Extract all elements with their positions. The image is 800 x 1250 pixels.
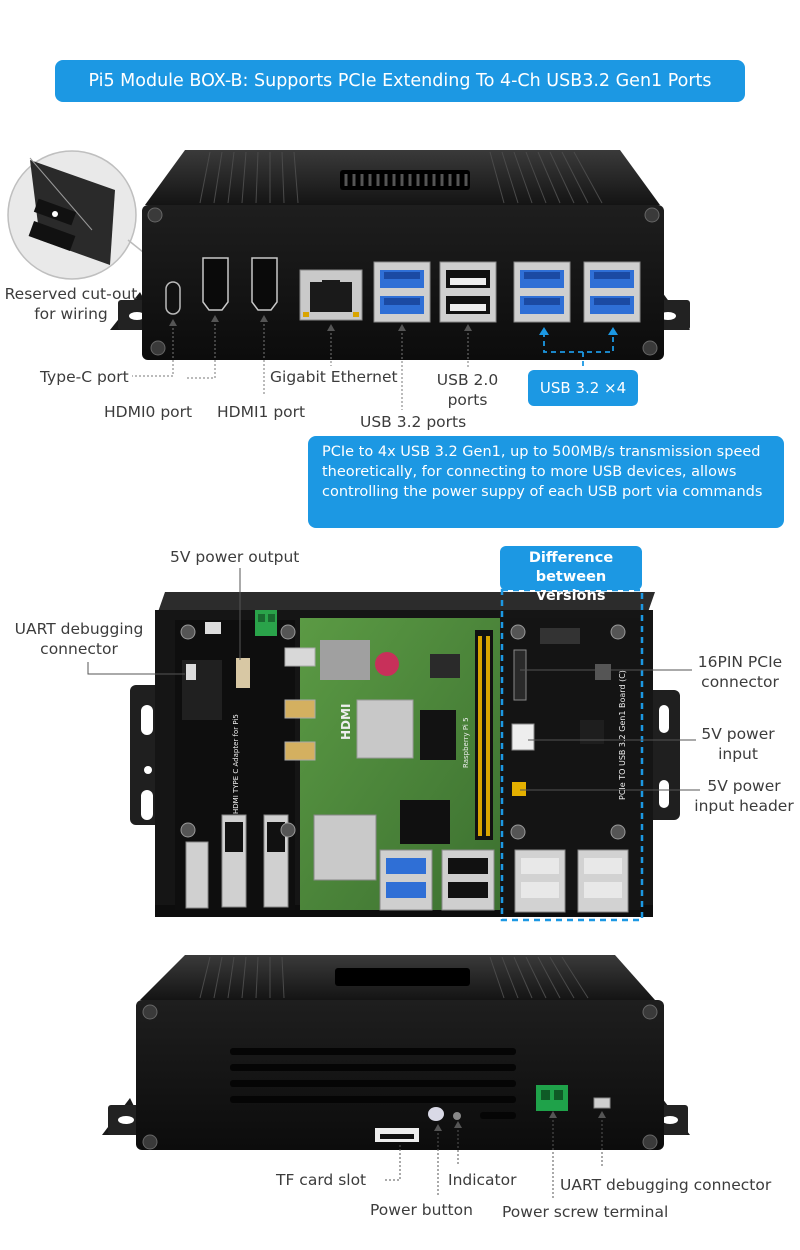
uart-right-label: UART debugging connector: [560, 1176, 772, 1194]
power-button-label: Power button: [370, 1201, 473, 1219]
cutout-zoom-circle: [7, 150, 149, 280]
rear-leader-lines: [385, 1112, 603, 1200]
indicator-graphic: [453, 1112, 461, 1120]
power-header-label: 5V power input header: [694, 777, 794, 815]
title-text: Pi5 Module BOX-B: Supports PCIe Extendin…: [88, 71, 712, 91]
front-leader-lines: [132, 316, 469, 410]
rpi-silkscreen: Raspberry Pi 5: [462, 717, 470, 768]
hdmi0-label: HDMI0 port: [104, 403, 193, 421]
usb20-graphic: [439, 261, 497, 323]
type-c-label: Type-C port: [40, 368, 129, 386]
usb32-label: USB 3.2 ports: [360, 413, 467, 431]
usb32-right-graphic: [513, 261, 641, 323]
tf-slot-label: TF card slot: [276, 1171, 367, 1189]
ethernet-port-graphic: [299, 269, 363, 321]
hdmi1-label: HDMI1 port: [217, 403, 306, 421]
difference-text: Difference between versions: [528, 550, 614, 604]
power-output-label: 5V power output: [170, 548, 300, 566]
hdmi-adapter-silkscreen: HDMI TYPE C Adapter for Pi5: [232, 714, 240, 814]
usb32x4-text: USB 3.2 ×4: [539, 379, 627, 397]
usb20-label: USB 2.0 ports: [436, 371, 499, 409]
inside-leader-lines: [87, 568, 700, 791]
power-terminal-label: Power screw terminal: [502, 1203, 669, 1221]
pcie-board-silkscreen: PCIe TO USB 3.2 Gen1 Board (C): [618, 670, 627, 800]
usb32x4-bracket: [543, 332, 614, 370]
hdmi-silkscreen: HDMI: [339, 704, 353, 740]
usb32-left-graphic: [373, 261, 431, 323]
front-box: [110, 150, 690, 360]
title-banner: Pi5 Module BOX-B: Supports PCIe Extendin…: [55, 60, 745, 102]
screw-terminal-graphic: [536, 1085, 568, 1111]
uart-left-label: UART debugging connector: [14, 620, 144, 658]
rear-box: [102, 955, 690, 1150]
pcie-16pin-label: 16PIN PCIe connector: [697, 653, 783, 691]
power-input-label: 5V power input: [701, 725, 775, 763]
difference-dashed-box: [500, 588, 644, 922]
indicator-label: Indicator: [448, 1171, 517, 1189]
reserved-cutout-label: Reserved cut-out for wiring: [4, 285, 138, 323]
pcie-description-box: PCIe to 4x USB 3.2 Gen1, up to 500MB/s t…: [308, 436, 784, 528]
hdmi1-port-graphic: [251, 257, 278, 311]
type-c-port-graphic: [165, 281, 181, 315]
hdmi0-port-graphic: [202, 257, 229, 311]
power-button-graphic: [428, 1107, 444, 1121]
usb32x4-badge: USB 3.2 ×4: [528, 370, 638, 406]
pcie-description-text: PCIe to 4x USB 3.2 Gen1, up to 500MB/s t…: [322, 444, 763, 500]
ethernet-label: Gigabit Ethernet: [270, 368, 398, 386]
inside-view: [130, 592, 680, 917]
difference-badge: Difference between versions: [500, 546, 642, 604]
